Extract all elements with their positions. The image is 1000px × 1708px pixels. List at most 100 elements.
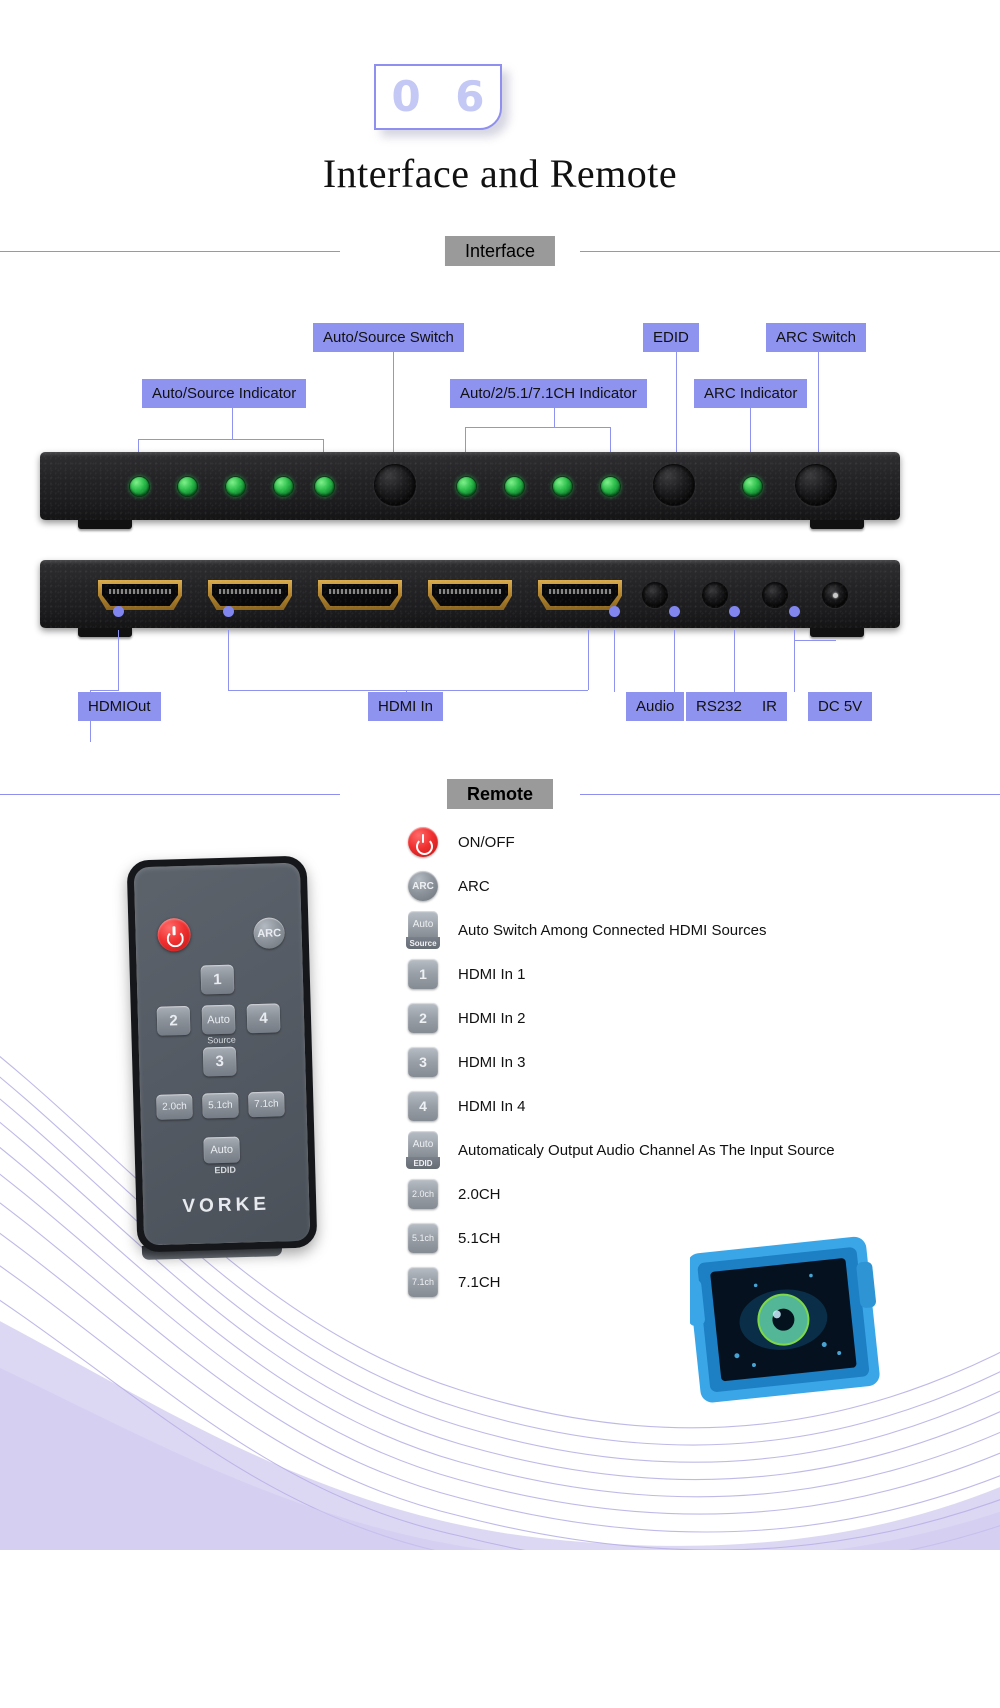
remote-button-auto-edid[interactable]: Auto xyxy=(203,1136,241,1164)
remote-control-graphic: ARC 1 2 Auto 4 Source 3 2.0ch 5.1ch 7.1c… xyxy=(120,855,318,1268)
channel-key-icon-2-0: 2.0ch xyxy=(408,1179,438,1209)
legend-text-hdmi-4: HDMI In 4 xyxy=(458,1097,526,1115)
led-indicator-9 xyxy=(600,476,621,497)
legend-key-2: 2 xyxy=(400,1003,446,1033)
callout-edid: EDID xyxy=(643,323,699,352)
callout-channel-indicator: Auto/2/5.1/7.1CH Indicator xyxy=(450,379,647,408)
remote-power-button[interactable] xyxy=(157,917,192,952)
front-panel-foot-left xyxy=(78,520,132,529)
audio-jack[interactable] xyxy=(642,582,668,608)
remote-button-3[interactable]: 3 xyxy=(202,1046,237,1077)
legend-text-arc: ARC xyxy=(458,877,490,895)
decorative-swoosh xyxy=(0,1055,1000,1550)
leader-audio xyxy=(614,630,615,692)
remote-button-7-1ch[interactable]: 7.1ch xyxy=(248,1091,285,1118)
remote-button-2-0ch[interactable]: 2.0ch xyxy=(156,1093,193,1120)
led-indicator-5 xyxy=(314,476,335,497)
auto-source-switch-button[interactable] xyxy=(374,464,416,506)
rule-left xyxy=(0,251,340,252)
device-front-panel xyxy=(40,452,900,520)
legend-text-auto-edid: Automaticaly Output Audio Channel As The… xyxy=(458,1141,835,1159)
legend-text-7-1ch: 7.1CH xyxy=(458,1273,501,1291)
rs232-jack[interactable] xyxy=(702,582,728,608)
leader-hdmi-in-left xyxy=(228,630,229,690)
callout-auto-source-indicator: Auto/Source Indicator xyxy=(142,379,307,408)
section-header-remote: Remote xyxy=(0,779,1000,809)
leader-dc5v-h xyxy=(794,640,836,641)
rule-right-remote xyxy=(580,794,1000,795)
auto-edid-key-icon: Auto EDID xyxy=(406,1131,440,1169)
leader-channel-indicator-bar xyxy=(465,427,611,428)
legend-row-5-1ch: 5.1ch 5.1CH xyxy=(400,1216,960,1260)
callout-rs232: RS232 xyxy=(686,692,752,721)
legend-row-auto-edid: Auto EDID Automaticaly Output Audio Chan… xyxy=(400,1128,960,1172)
number-key-icon-2: 2 xyxy=(408,1003,438,1033)
leader-ir xyxy=(734,630,735,692)
leader-channel-indicator-right xyxy=(610,427,611,468)
rule-right xyxy=(580,251,1000,252)
remote-button-auto-source[interactable]: Auto xyxy=(201,1004,236,1035)
device-rear-panel xyxy=(40,560,900,628)
power-icon xyxy=(408,827,438,857)
edid-button[interactable] xyxy=(653,464,695,506)
remote-brand-label: VORKE xyxy=(182,1193,271,1218)
legend-row-arc: ARC ARC xyxy=(400,864,960,908)
anchor-dot-ir xyxy=(729,606,740,617)
legend-key-2-0ch: 2.0ch xyxy=(400,1179,446,1209)
remote-legend-list: ON/OFF ARC ARC Auto Source Auto Switch A… xyxy=(400,820,960,1304)
leader-arc-switch xyxy=(818,352,819,468)
anchor-dot-dc5v xyxy=(789,606,800,617)
remote-button-4[interactable]: 4 xyxy=(246,1003,281,1034)
led-indicator-8 xyxy=(552,476,573,497)
remote-button-1[interactable]: 1 xyxy=(200,964,235,995)
led-indicator-7 xyxy=(504,476,525,497)
hdmi-in-port-3[interactable] xyxy=(428,580,512,610)
leader-dc5v-v xyxy=(794,630,795,692)
arc-key-icon: ARC xyxy=(408,871,438,901)
rear-panel-foot-right xyxy=(810,628,864,637)
legend-row-hdmi-3: 3 HDMI In 3 xyxy=(400,1040,960,1084)
legend-text-hdmi-2: HDMI In 2 xyxy=(458,1009,526,1027)
leader-edid xyxy=(676,352,677,468)
leader-channel-indicator-left xyxy=(465,427,466,468)
legend-text-auto-source: Auto Switch Among Connected HDMI Sources xyxy=(458,921,767,939)
anchor-dot-hdmi-out xyxy=(113,606,124,617)
callout-audio: Audio xyxy=(626,692,685,721)
remote-button-2[interactable]: 2 xyxy=(156,1005,191,1036)
callout-hdmi-out: HDMIOut xyxy=(78,692,161,721)
legend-text-5-1ch: 5.1CH xyxy=(458,1229,501,1247)
led-indicator-6 xyxy=(456,476,477,497)
hdmi-in-port-2[interactable] xyxy=(318,580,402,610)
number-key-icon-1: 1 xyxy=(408,959,438,989)
legend-text-2-0ch: 2.0CH xyxy=(458,1185,501,1203)
legend-row-2-0ch: 2.0ch 2.0CH xyxy=(400,1172,960,1216)
remote-button-5-1ch[interactable]: 5.1ch xyxy=(202,1092,239,1119)
dc-5v-jack[interactable] xyxy=(822,582,848,608)
led-indicator-arc xyxy=(742,476,763,497)
anchor-dot-rs232 xyxy=(669,606,680,617)
legend-text-power: ON/OFF xyxy=(458,833,515,851)
anchor-dot-hdmi-in-1 xyxy=(223,606,234,617)
number-key-icon-3: 3 xyxy=(408,1047,438,1077)
hdmi-out-port[interactable] xyxy=(98,580,182,610)
remote-arc-button[interactable]: ARC xyxy=(253,917,286,950)
legend-text-hdmi-3: HDMI In 3 xyxy=(458,1053,526,1071)
number-key-icon-4: 4 xyxy=(408,1091,438,1121)
leader-hdmi-in-right xyxy=(588,630,589,690)
arc-switch-button[interactable] xyxy=(795,464,837,506)
anchor-dot-audio xyxy=(609,606,620,617)
legend-key-auto-source: Auto Source xyxy=(400,911,446,949)
led-indicator-3 xyxy=(225,476,246,497)
callout-hdmi-in: HDMI In xyxy=(368,692,444,721)
ir-jack[interactable] xyxy=(762,582,788,608)
legend-row-power: ON/OFF xyxy=(400,820,960,864)
leader-hdmi-in-bar xyxy=(228,690,588,691)
leader-hdmi-out-h xyxy=(90,690,119,691)
section-number-badge: 0 6 xyxy=(374,64,502,130)
leader-channel-indicator-stem xyxy=(554,403,555,427)
hdmi-in-port-1[interactable] xyxy=(208,580,292,610)
legend-key-4: 4 xyxy=(400,1091,446,1121)
legend-key-3: 3 xyxy=(400,1047,446,1077)
hdmi-in-port-4[interactable] xyxy=(538,580,622,610)
leader-auto-source-indicator-stem xyxy=(232,403,233,439)
